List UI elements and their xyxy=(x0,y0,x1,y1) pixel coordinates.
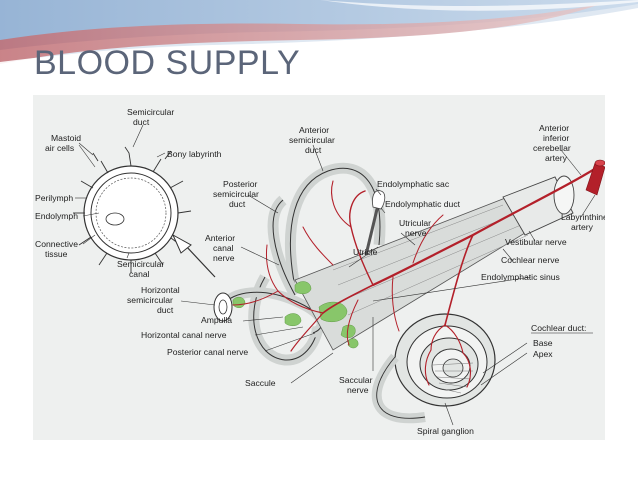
label-base: Base xyxy=(533,338,553,348)
label-horizontal-canal-nerve: Horizontal canal nerve xyxy=(141,330,227,340)
label-apex: Apex xyxy=(533,349,553,359)
sensory-maculae xyxy=(232,281,359,349)
label-perilymph: Perilymph xyxy=(35,193,73,203)
label-endolymph: Endolymph xyxy=(35,211,78,221)
label-spiral-ganglion: Spiral ganglion xyxy=(417,426,474,436)
cochlea xyxy=(371,313,496,424)
label-endolymphatic-sinus: Endolymphatic sinus xyxy=(481,272,560,282)
section-arrow xyxy=(171,233,216,278)
label-bony-labyrinth: Bony labyrinth xyxy=(167,149,222,159)
label-saccule: Saccule xyxy=(245,378,276,388)
labyrinthine-artery-branches xyxy=(232,168,595,388)
label-cochlear-nerve: Cochlear nerve xyxy=(501,255,559,265)
label-vestibular-nerve: Vestibular nerve xyxy=(505,237,567,247)
label-endolymphatic-sac: Endolymphatic sac xyxy=(377,179,450,189)
label-posterior-canal-nerve: Posterior canal nerve xyxy=(167,347,248,357)
canal-cross-section xyxy=(73,146,192,273)
label-utricle: Utricle xyxy=(353,247,378,257)
leader-lines xyxy=(75,124,596,426)
label-cochlear-duct: Cochlear duct: xyxy=(531,323,586,333)
label-ampulla: Ampulla xyxy=(201,315,232,325)
aica-trunk xyxy=(585,159,606,196)
slide-title: BLOOD SUPPLY xyxy=(34,44,301,82)
header-banner xyxy=(0,0,638,66)
label-endolymphatic-duct: Endolymphatic duct xyxy=(385,199,461,209)
